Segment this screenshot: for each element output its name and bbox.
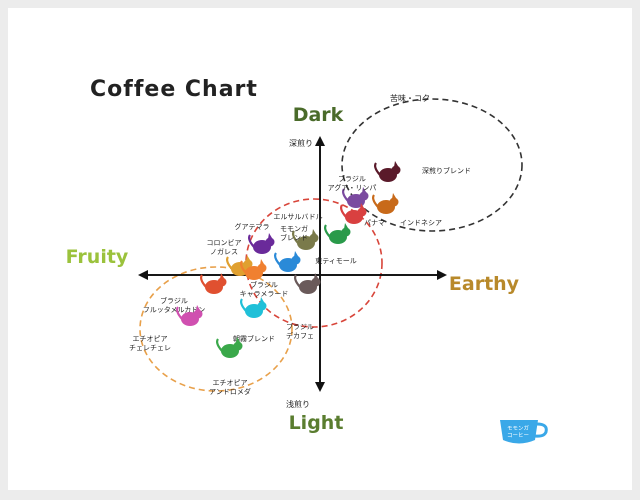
group-ellipse	[245, 198, 383, 328]
anteater-icon	[342, 187, 369, 208]
axis-label-light: Light	[289, 412, 344, 434]
crocodile-icon	[324, 223, 351, 244]
point-label: グアテマラ	[235, 222, 270, 231]
chart-title: Coffee Chart	[90, 77, 258, 102]
capybara-icon	[240, 259, 267, 280]
point-label: 朝霧ブレンド	[233, 334, 275, 343]
logo-line1: モモンガ	[507, 424, 530, 432]
point-label: エチオピアアンドロメダ	[209, 379, 251, 396]
point-label: ブラジルフルッタメルカドン	[143, 296, 206, 314]
axis-label-earthy: Earthy	[449, 273, 520, 295]
point-label: エルサルバドル	[273, 213, 322, 221]
logo-line2: コーヒー	[507, 432, 529, 439]
point-label: 東ティモール	[315, 256, 357, 265]
axis-label-fruity: Fruity	[66, 246, 129, 268]
group-ellipse	[139, 266, 293, 392]
axis-label-dark-sub: 深煎り	[289, 138, 313, 148]
cup-icon	[500, 420, 538, 444]
flying-squirrel-icon	[274, 251, 301, 272]
brand-logo: モモンガ コーヒー	[500, 420, 548, 444]
point-label: ブラジルキャラメラード	[240, 280, 289, 298]
frog-icon	[340, 203, 367, 224]
point-label: 深煎りブレンド	[422, 166, 471, 175]
fox-icon	[292, 229, 319, 250]
point-label: コロンビアノガレス	[207, 238, 242, 256]
point-label: モモンガブレンド	[280, 224, 308, 242]
giraffe-icon	[216, 337, 243, 358]
group-label: 苦味・コク	[390, 93, 430, 103]
point-label: ブラジルアグア・リンパ	[328, 174, 377, 192]
point-label: ブラジルデカフェ	[286, 322, 314, 340]
point-label: エチオピアチェレチェレ	[129, 335, 171, 352]
group-ellipse	[341, 98, 523, 232]
squirrel-icon	[200, 273, 227, 294]
deer-icon	[176, 305, 203, 326]
bat-icon	[374, 161, 401, 182]
group-ellipses: 苦味・コク	[139, 93, 523, 392]
owl-icon	[240, 297, 267, 318]
point-label: インドネシア	[400, 219, 442, 227]
hummingbird-icon	[248, 233, 275, 254]
axis-label-dark: Dark	[293, 104, 344, 126]
mole-icon	[294, 273, 321, 294]
point-label: パナマ	[364, 219, 385, 227]
tiger-icon	[372, 193, 399, 214]
cup-handle-icon	[534, 422, 548, 438]
axis-label-light-sub: 浅煎り	[286, 399, 310, 409]
